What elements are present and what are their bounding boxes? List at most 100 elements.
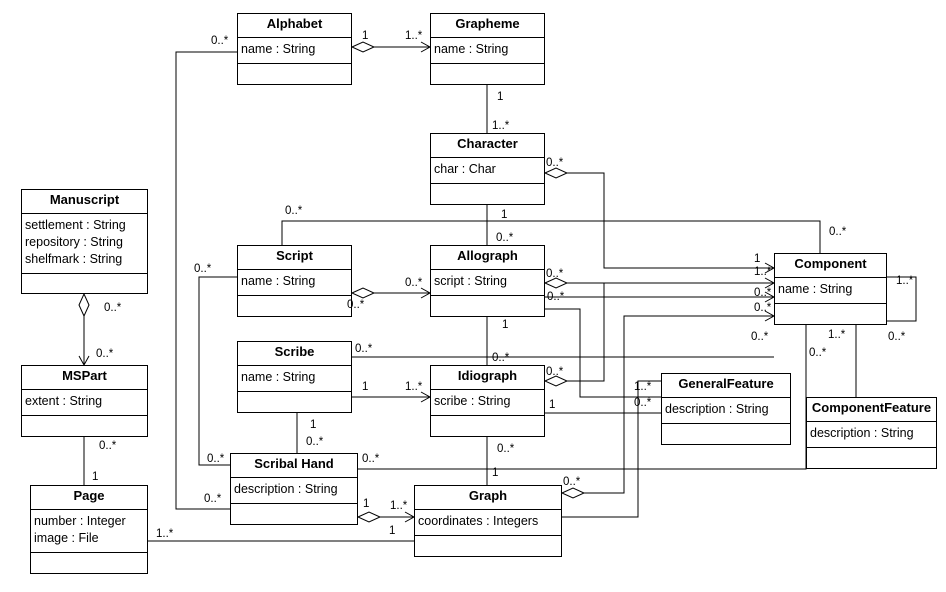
- multiplicity-label: 1: [362, 30, 369, 42]
- multiplicity-label: 1: [497, 91, 504, 103]
- attribute: description : String: [665, 402, 769, 416]
- association-line: [198, 276, 237, 466]
- class-manuscript[interactable]: Manuscript settlement : String repositor…: [21, 189, 148, 294]
- aggregation-diamond: [543, 167, 569, 179]
- multiplicity-label: 1: [501, 209, 508, 221]
- class-componentfeature[interactable]: ComponentFeature description : String: [806, 397, 937, 469]
- class-idiograph[interactable]: Idiograph scribe : String: [430, 365, 545, 437]
- multiplicity-label: 0..*: [211, 35, 229, 47]
- attribute-compartment: description : String: [231, 478, 357, 504]
- attribute-compartment: extent : String: [22, 390, 147, 416]
- attribute-compartment: char : Char: [431, 158, 544, 184]
- class-name: Scribal Hand: [231, 454, 357, 478]
- multiplicity-label: 1: [492, 467, 499, 479]
- class-name: Grapheme: [431, 14, 544, 38]
- class-allograph[interactable]: Allograph script : String: [430, 245, 545, 317]
- class-name: Script: [238, 246, 351, 270]
- attribute: name : String: [434, 42, 509, 56]
- attribute-compartment: description : String: [807, 422, 936, 448]
- aggregation-diamond: [350, 41, 376, 53]
- multiplicity-label: 0..*: [546, 157, 564, 169]
- class-name: GeneralFeature: [662, 374, 790, 398]
- class-alphabet[interactable]: Alphabet name : String: [237, 13, 352, 85]
- class-scribe[interactable]: Scribe name : String: [237, 341, 352, 413]
- class-page[interactable]: Page number : Integer image : File: [30, 485, 148, 574]
- attribute: description : String: [234, 482, 338, 496]
- multiplicity-label: 1: [754, 253, 761, 265]
- attribute: settlement : String: [25, 218, 126, 232]
- class-character[interactable]: Character char : Char: [430, 133, 545, 205]
- association-line: [562, 315, 774, 494]
- aggregation-diamond: [356, 511, 382, 523]
- attribute: name : String: [241, 274, 316, 288]
- class-name: Scribe: [238, 342, 351, 366]
- class-name: Graph: [415, 486, 561, 510]
- multiplicity-label: 1..*: [828, 329, 846, 341]
- multiplicity-label: 0..*: [285, 205, 303, 217]
- multiplicity-label: 1: [363, 498, 370, 510]
- multiplicity-label: 0..*: [99, 440, 117, 452]
- multiplicity-label: 1..*: [896, 275, 914, 287]
- multiplicity-label: 0..*: [405, 277, 423, 289]
- multiplicity-label: 0..*: [754, 302, 772, 314]
- class-name: Allograph: [431, 246, 544, 270]
- class-name: Alphabet: [238, 14, 351, 38]
- attribute: name : String: [241, 370, 316, 384]
- association-line: [175, 51, 237, 510]
- multiplicity-label: 1..*: [405, 381, 423, 393]
- attribute: repository : String: [25, 235, 123, 249]
- association-line: [545, 308, 661, 398]
- aggregation-diamond: [543, 277, 569, 289]
- attribute-compartment: name : String: [238, 38, 351, 64]
- multiplicity-label: 1: [389, 525, 396, 537]
- attribute-compartment: number : Integer image : File: [31, 510, 147, 553]
- attribute: script : String: [434, 274, 507, 288]
- multiplicity-label: 1: [549, 399, 556, 411]
- aggregation-diamond: [560, 487, 586, 499]
- attribute: extent : String: [25, 394, 103, 408]
- multiplicity-label: 1..*: [634, 381, 652, 393]
- multiplicity-label: 0..*: [888, 331, 906, 343]
- multiplicity-label: 0..*: [563, 476, 581, 488]
- class-generalfeature[interactable]: GeneralFeature description : String: [661, 373, 791, 445]
- multiplicity-label: 0..*: [751, 331, 769, 343]
- class-script[interactable]: Script name : String: [237, 245, 352, 317]
- connector-lines: [83, 46, 917, 542]
- attribute: shelfmark : String: [25, 252, 123, 266]
- multiplicity-label: 0..*: [347, 299, 365, 311]
- class-name: Idiograph: [431, 366, 544, 390]
- multiplicity-label: 1..*: [405, 30, 423, 42]
- association-line: [562, 380, 661, 518]
- attribute-compartment: script : String: [431, 270, 544, 296]
- multiplicity-label: 1..*: [492, 120, 510, 132]
- attribute-compartment: description : String: [662, 398, 790, 424]
- multiplicity-label: 1: [92, 471, 99, 483]
- class-name: ComponentFeature: [807, 398, 936, 422]
- multiplicity-label: 0..*: [96, 348, 114, 360]
- multiplicity-label: 0..*: [547, 291, 565, 303]
- class-component[interactable]: Component name : String: [774, 253, 887, 325]
- multiplicity-label: 0..*: [829, 226, 847, 238]
- multiplicity-label: 0..*: [204, 493, 222, 505]
- aggregation-diamond: [543, 375, 569, 387]
- attribute: scribe : String: [434, 394, 511, 408]
- multiplicity-label: 0..*: [496, 232, 514, 244]
- class-grapheme[interactable]: Grapheme name : String: [430, 13, 545, 85]
- attribute-compartment: name : String: [431, 38, 544, 64]
- class-name: Component: [775, 254, 886, 278]
- multiplicity-label: 0..*: [546, 268, 564, 280]
- multiplicity-label: 0..*: [104, 302, 122, 314]
- multiplicity-label: 1: [310, 419, 317, 431]
- association-line: [887, 276, 917, 322]
- class-graph[interactable]: Graph coordinates : Integers: [414, 485, 562, 557]
- class-scribalhand[interactable]: Scribal Hand description : String: [230, 453, 358, 525]
- multiplicity-label: 1..*: [390, 500, 408, 512]
- association-line: [358, 325, 807, 470]
- attribute: number : Integer: [34, 514, 126, 528]
- multiplicity-label: 0..*: [306, 436, 324, 448]
- class-mspart[interactable]: MSPart extent : String: [21, 365, 148, 437]
- multiplicity-label: 0..*: [355, 343, 373, 355]
- class-name: Manuscript: [22, 190, 147, 214]
